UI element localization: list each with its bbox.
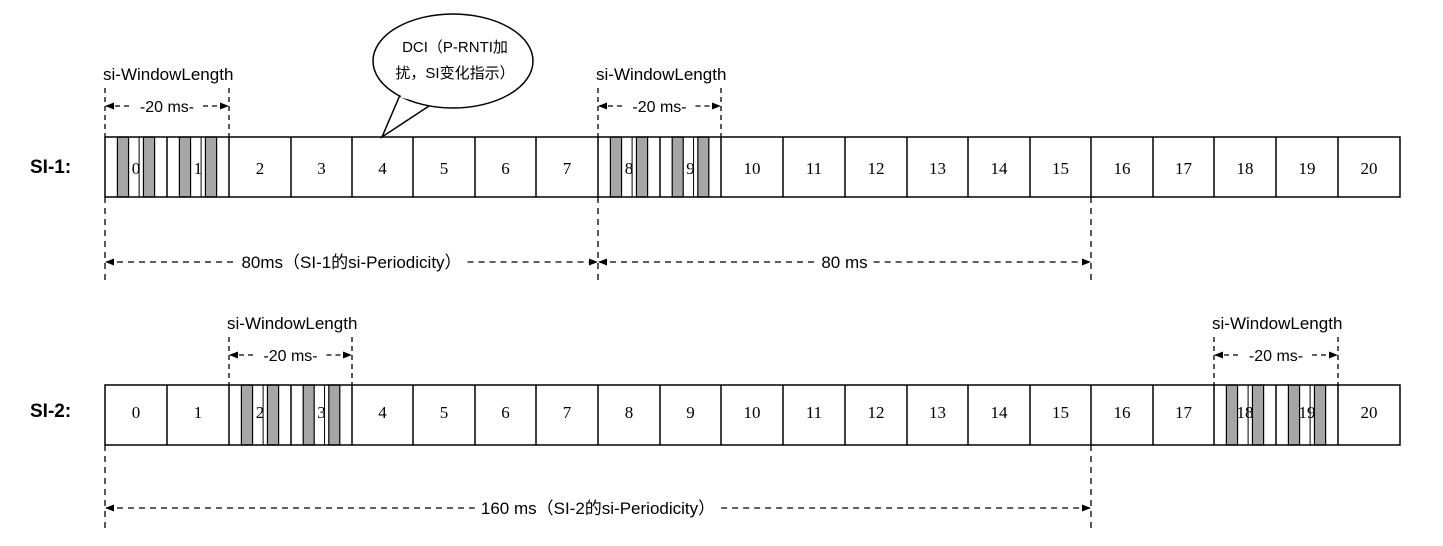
- frame-number: 11: [806, 159, 822, 178]
- frame-number: 17: [1175, 159, 1193, 178]
- frame-number: 10: [744, 159, 761, 178]
- frame-number: 0: [132, 403, 141, 422]
- frame-number: 7: [563, 159, 572, 178]
- si-transmission-stripe: [635, 136, 649, 198]
- frame-number: 14: [991, 403, 1009, 422]
- si-transmission-stripe: [266, 384, 280, 446]
- frame-number: 15: [1052, 403, 1069, 422]
- frame-number: 17: [1175, 403, 1193, 422]
- frame-number: 12: [868, 403, 885, 422]
- period-label: 160 ms（SI-2的si-Periodicity）: [481, 499, 715, 518]
- frame-number: 13: [929, 403, 946, 422]
- si-transmission-stripe: [240, 384, 254, 446]
- si-transmission-stripe: [204, 136, 218, 198]
- callout-text-line1: DCI（P-RNTI加: [402, 39, 508, 56]
- frame-number: 18: [1237, 403, 1254, 422]
- frame-number: 4: [378, 159, 387, 178]
- window-title: si-WindowLength: [227, 314, 357, 333]
- window-duration: -20 ms-: [632, 99, 686, 116]
- si-transmission-stripe: [671, 136, 684, 198]
- callout-bubble: [372, 13, 534, 109]
- callout-seam: [400, 94, 432, 105]
- frame-number: 15: [1052, 159, 1069, 178]
- frame-number: 3: [317, 159, 326, 178]
- frame-number: 9: [686, 159, 695, 178]
- frame-number: 11: [806, 403, 822, 422]
- frame-number: 16: [1114, 159, 1131, 178]
- si-transmission-stripe: [697, 136, 710, 198]
- si-transmission-stripe: [116, 136, 130, 198]
- frame-strip: [104, 384, 1401, 446]
- callout-tail: [380, 94, 433, 140]
- frame-number: 16: [1114, 403, 1131, 422]
- window-title: si-WindowLength: [103, 65, 233, 84]
- frame-number: 19: [1299, 403, 1316, 422]
- row-label: SI-1:: [30, 157, 71, 178]
- si-transmission-stripe: [302, 384, 315, 446]
- frame-number: 2: [256, 403, 265, 422]
- frame-number: 5: [440, 159, 449, 178]
- si-transmission-stripe: [178, 136, 192, 198]
- frame-number: 0: [132, 159, 141, 178]
- frame-number: 9: [686, 403, 695, 422]
- frame-number: 7: [563, 403, 572, 422]
- frame-number: 20: [1361, 159, 1378, 178]
- window-title: si-WindowLength: [596, 65, 726, 84]
- frame-number: 8: [625, 159, 634, 178]
- window-duration: -20 ms-: [140, 99, 194, 116]
- si-transmission-stripe: [328, 384, 341, 446]
- frame-number: 20: [1361, 403, 1378, 422]
- callout-text-line2: 扰，SI变化指示）: [395, 65, 514, 82]
- row-label: SI-2:: [30, 401, 71, 422]
- frame-number: 2: [256, 159, 265, 178]
- frame-number: 5: [440, 403, 449, 422]
- si-transmission-stripe: [142, 136, 156, 198]
- si-transmission-stripe: [1313, 384, 1327, 446]
- frame-number: 6: [501, 403, 510, 422]
- frame-strip: [104, 136, 1401, 198]
- frame-number: 12: [868, 159, 885, 178]
- window-duration: -20 ms-: [263, 348, 317, 365]
- frame-number: 13: [929, 159, 946, 178]
- frame-number: 14: [991, 159, 1009, 178]
- window-duration: -20 ms-: [1249, 348, 1303, 365]
- frame-number: 6: [501, 159, 510, 178]
- frame-number: 3: [317, 403, 326, 422]
- window-title: si-WindowLength: [1212, 314, 1342, 333]
- si-transmission-stripe: [1251, 384, 1265, 446]
- frame-number: 19: [1299, 159, 1316, 178]
- frame-number: 10: [744, 403, 761, 422]
- si-transmission-stripe: [609, 136, 623, 198]
- period-label: 80ms（SI-1的si-Periodicity）: [241, 253, 461, 272]
- period-label: 80 ms: [821, 253, 867, 272]
- frame-number: 1: [194, 403, 203, 422]
- frame-number: 1: [194, 159, 203, 178]
- frame-number: 18: [1237, 159, 1254, 178]
- frame-number: 4: [378, 403, 387, 422]
- frame-number: 8: [625, 403, 634, 422]
